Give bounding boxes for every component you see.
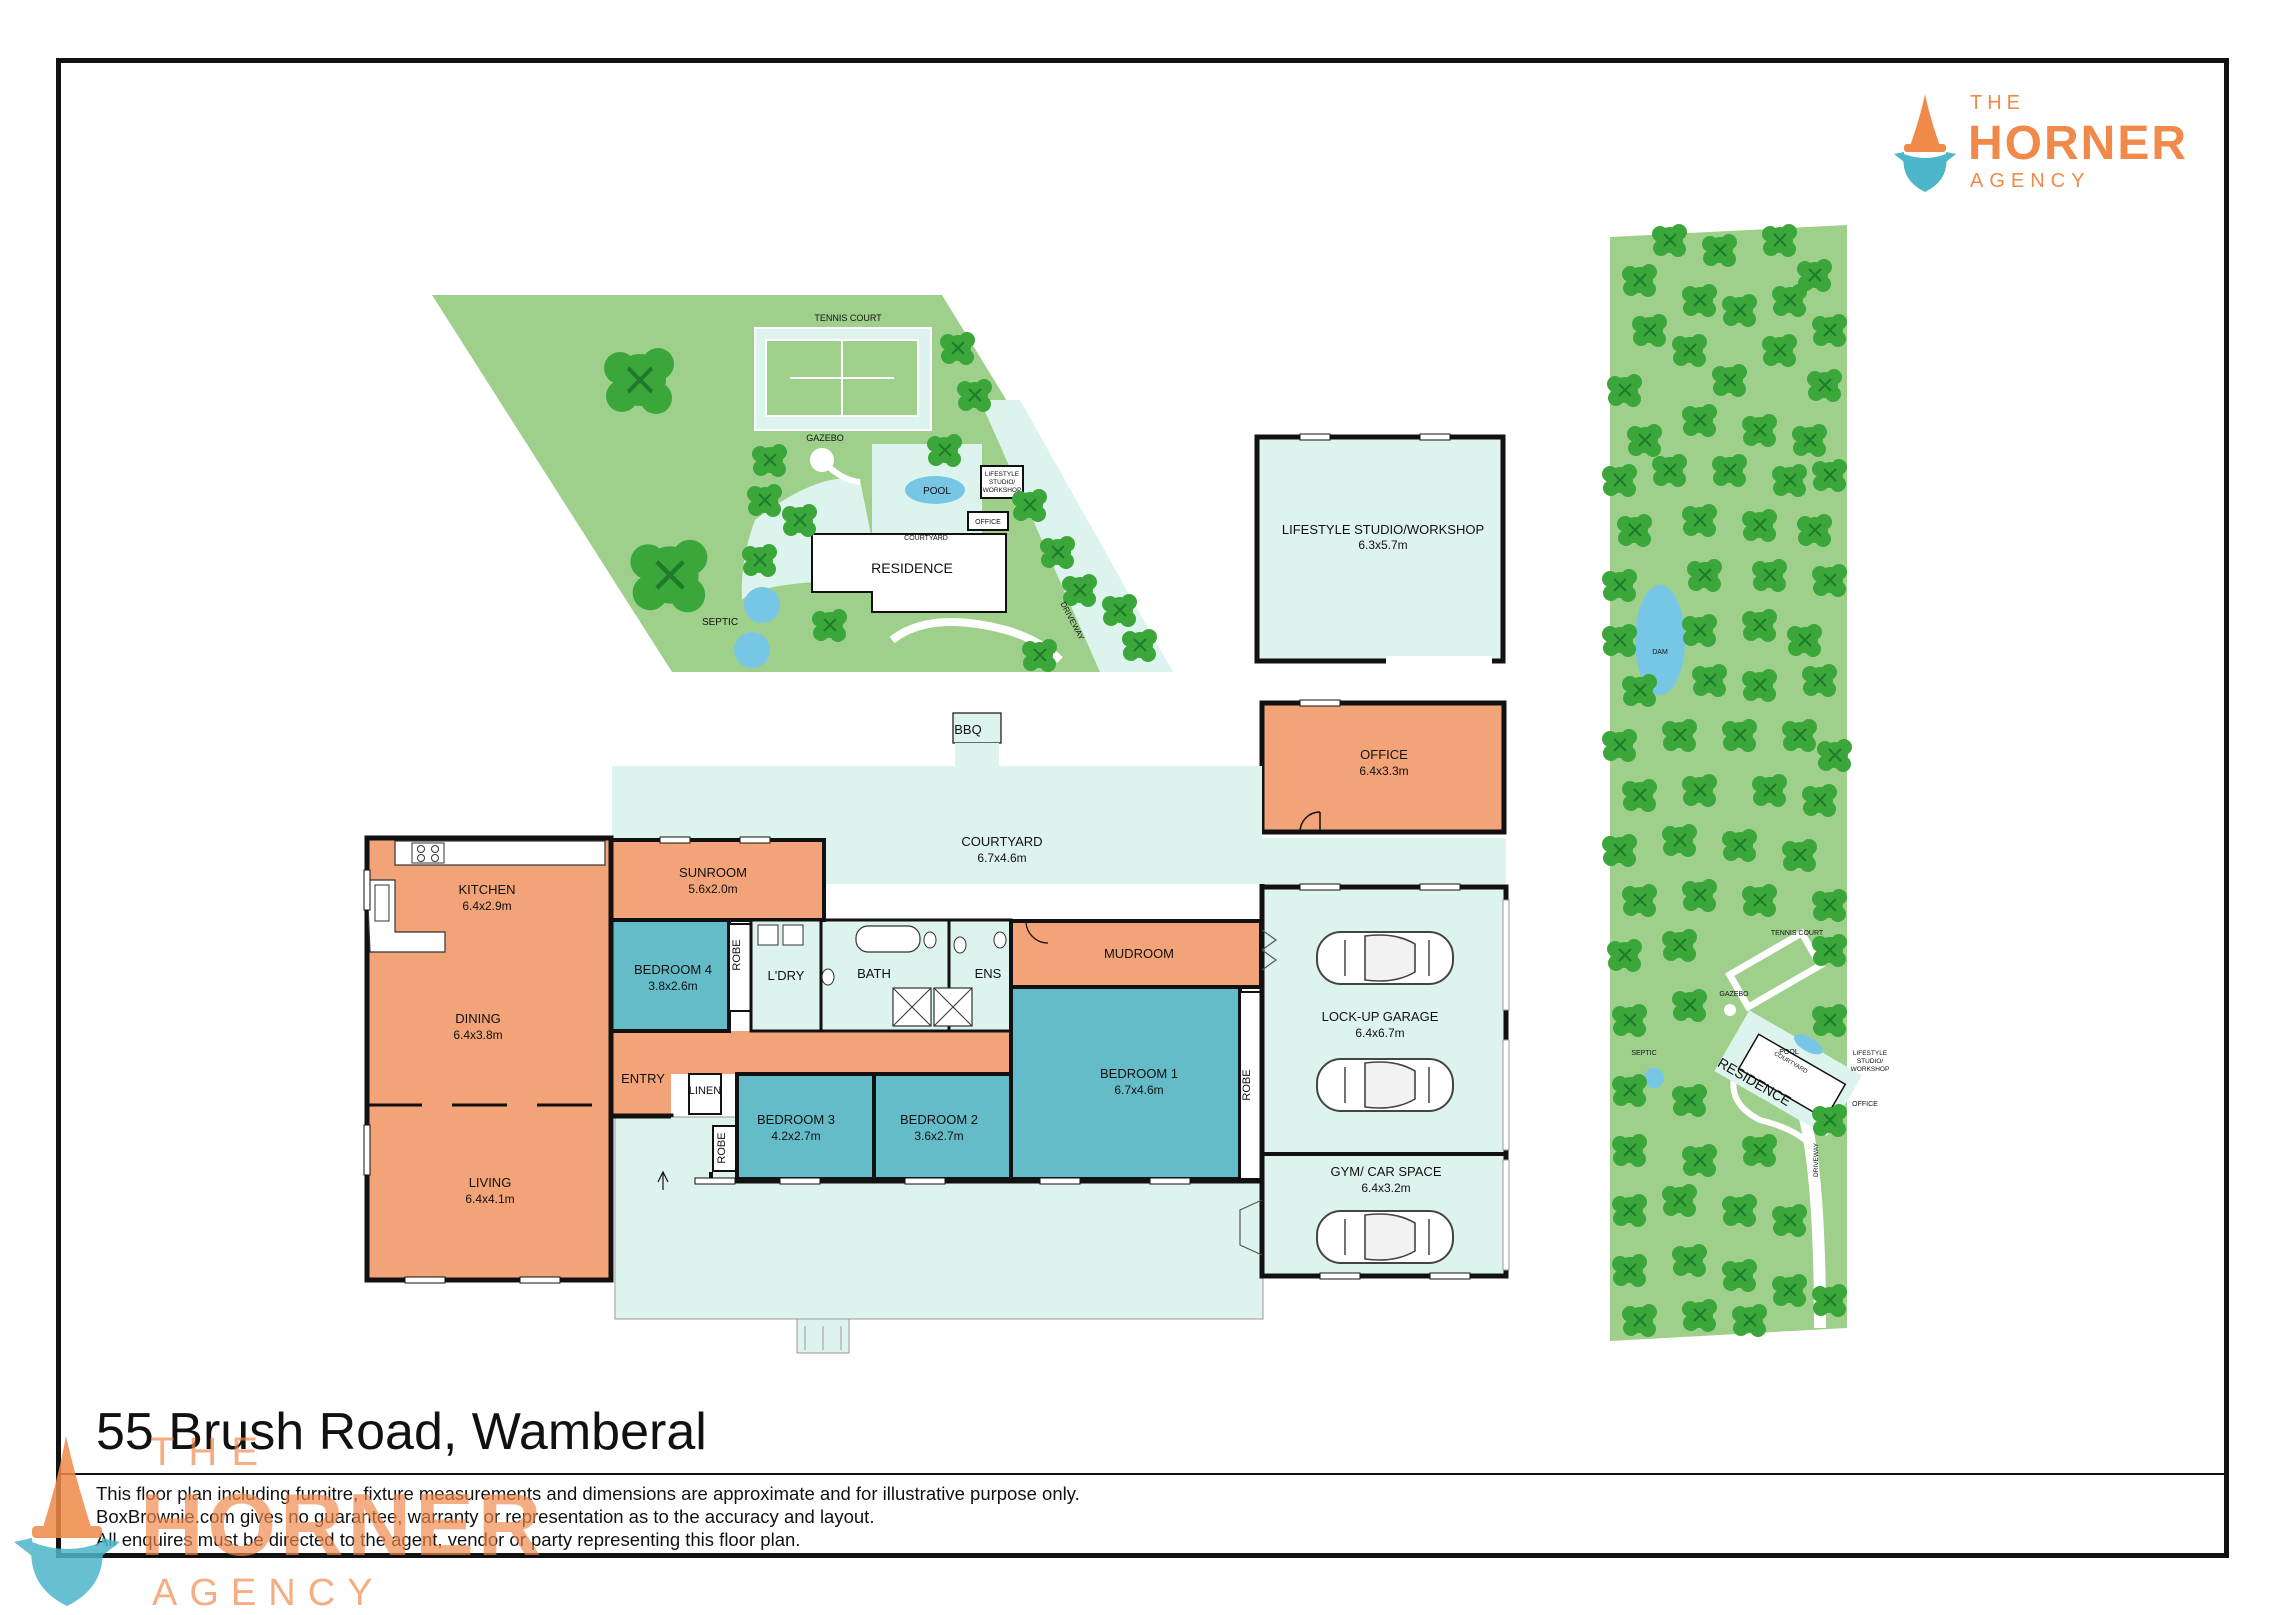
site-pool-label: POOL [923,486,951,497]
kitchen-name: KITCHEN [458,882,515,897]
kitchen-size: 6.4x2.9m [462,899,511,913]
brand-the: THE [1970,92,2025,114]
entry-name: ENTRY [621,1071,665,1086]
aerial-studio-label-3: WORKSHOP [1851,1066,1890,1073]
site-gazebo-label: GAZEBO [806,433,844,443]
brand-name: HORNER [1968,117,2189,170]
watermark-name: HORNER [140,1475,546,1574]
office-size: 6.4x3.3m [1359,764,1408,778]
bedroom4-name: BEDROOM 4 [634,962,712,977]
lifestyle-studio-building: LIFESTYLE STUDIO/WORKSHOP 6.3x5.7m [1254,433,1506,664]
site-tennis-court-label: TENNIS COURT [814,313,882,323]
disclaimer-line-2: BoxBrownie.com gives no guarantee, warra… [96,1506,875,1527]
laundry-name: L'DRY [768,968,805,983]
robe-1-name: ROBE [731,939,743,970]
site-studio-label-1: LIFESTYLE [985,471,1020,478]
dining-size: 6.4x3.8m [453,1028,502,1042]
aerial-driveway-label: DRIVEWAY [1813,1142,1820,1177]
courtyard-name: COURTYARD [961,834,1042,849]
courtyard-size: 6.7x4.6m [977,851,1026,865]
site-plan: TENNIS COURT GAZEBO POOL LIFESTYLE STUDI… [432,295,1173,673]
watermark-logo: THE HORNER AGENCY [0,1430,560,1614]
aerial-office-label: OFFICE [1852,1101,1878,1108]
garage-size: 6.4x6.7m [1355,1026,1404,1040]
bedroom1-name: BEDROOM 1 [1100,1066,1178,1081]
watermark-the: THE [150,1430,272,1474]
living-name: LIVING [469,1175,512,1190]
brand-logo: THE HORNER AGENCY [1890,88,2190,198]
disclaimer-line-3: All enquires must be directed to the age… [96,1529,801,1550]
bbq-name: BBQ [954,722,981,737]
site-courtyard-label: COURTYARD [904,535,948,542]
robe-3-name: ROBE [716,1132,728,1163]
bath-name: BATH [857,966,891,981]
gnome-icon [1894,94,1956,192]
site-office-label: OFFICE [975,519,1001,526]
aerial-dam-label: DAM [1652,649,1668,656]
ensuite-name: ENS [975,966,1002,981]
disclaimer-line-1: This floor plan including furnitre, fixt… [96,1483,1080,1504]
gym-size: 6.4x3.2m [1361,1181,1410,1195]
office-building: OFFICE 6.4x3.3m [1259,699,1507,835]
office-name: OFFICE [1360,747,1408,762]
garage-name: LOCK-UP GARAGE [1322,1009,1439,1024]
bedroom1-size: 6.7x4.6m [1114,1083,1163,1097]
watermark-gnome-icon [14,1436,120,1606]
aerial-studio-label-1: LIFESTYLE [1853,1050,1888,1057]
site-residence-label: RESIDENCE [871,560,953,576]
aerial-gazebo-label: GAZEBO [1719,991,1749,998]
property-address: 55 Brush Road, Wamberal [96,1403,707,1461]
footer-rule [60,1473,2224,1475]
main-house: BBQ COURTYARD 6.7x4.6m KITCHEN 6.4x2.9m … [363,712,1510,1354]
dining-name: DINING [455,1011,501,1026]
sunroom-name: SUNROOM [679,865,747,880]
sunroom-size: 5.6x2.0m [688,882,737,896]
living-size: 6.4x4.1m [465,1192,514,1206]
mudroom-name: MUDROOM [1104,946,1174,961]
aerial-pool-label: POOL [1779,1049,1799,1056]
robe-2-name: ROBE [1241,1069,1253,1100]
bedroom2-name: BEDROOM 2 [900,1112,978,1127]
linen-name: LINEN [689,1085,721,1097]
site-septic-label: SEPTIC [702,617,738,628]
bedroom4-size: 3.8x2.6m [648,979,697,993]
bedroom3-name: BEDROOM 3 [757,1112,835,1127]
aerial-plan: DAM TENNIS COURT GAZEBO SEPTIC POOL COUR… [1601,223,1890,1341]
site-studio-label-2: STUDIO/ [989,479,1016,486]
bedroom3-size: 4.2x2.7m [771,1129,820,1143]
studio-name: LIFESTYLE STUDIO/WORKSHOP [1282,522,1484,537]
brand-agency: AGENCY [1970,170,2091,192]
studio-size: 6.3x5.7m [1358,538,1407,552]
bedroom2-size: 3.6x2.7m [914,1129,963,1143]
aerial-tennis-label: TENNIS COURT [1771,930,1824,937]
site-studio-label-3: WORKSHOP [983,487,1022,494]
aerial-studio-label-2: STUDIO/ [1857,1058,1884,1065]
gym-name: GYM/ CAR SPACE [1330,1164,1441,1179]
plan-frame [56,58,2229,1558]
disclaimer: This floor plan including furnitre, fixt… [96,1482,1080,1551]
watermark-agency: AGENCY [152,1572,385,1614]
aerial-septic-label: SEPTIC [1631,1050,1656,1057]
